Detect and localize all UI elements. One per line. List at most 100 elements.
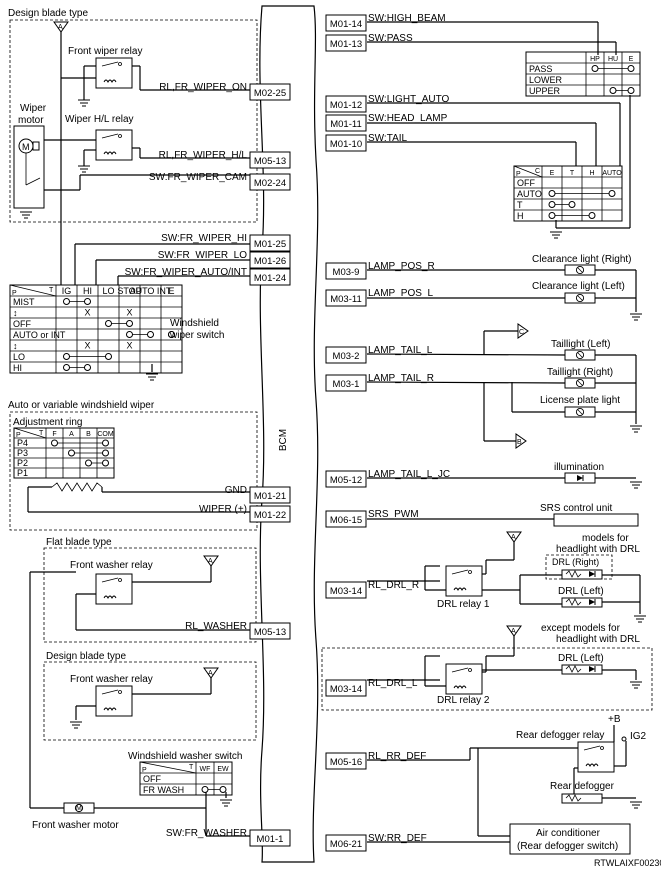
washer-switch-label: Windshield washer switch (128, 751, 243, 762)
drl-models-label-1: models for (582, 533, 629, 544)
connector-signal-name: SW:RR_DEF (368, 833, 427, 844)
connector-signal-name: RL,FR_WIPER_ON (159, 82, 247, 93)
section-flat-blade: Flat blade type (46, 537, 112, 548)
clearance-right-label: Clearance light (Right) (532, 254, 632, 265)
connector-pin-id: M03-1 (333, 379, 360, 390)
rear-defogger-relay-label: Rear defogger relay (516, 730, 604, 741)
connector-signal-name: SW:HEAD_LAMP (368, 113, 448, 124)
table-row-label: HI (13, 363, 22, 373)
table-corner-top: C (535, 168, 540, 175)
table-column-header: HU (608, 56, 618, 63)
table-row-label: ↕ (13, 308, 18, 318)
table-column-header: E (168, 286, 174, 296)
drl-models-label-2: headlight with DRL (556, 544, 640, 555)
wiper-hl-relay-label: Wiper H/L relay (65, 114, 134, 125)
connector-pin-id: M01-22 (254, 510, 286, 521)
connector-pin-id: M03-14 (330, 684, 362, 695)
right-connector-pin: M03-14 RL_DRL_R (325, 580, 419, 599)
table-column-header: A (69, 431, 74, 438)
illumination-label: illumination (554, 462, 604, 473)
connector-pin-id: M05-13 (254, 627, 286, 638)
left-connector-pin: M01-1SW:FR_WASHER (166, 828, 291, 847)
connector-signal-name: RL_RR_DEF (368, 751, 426, 762)
connector-pin-id: M06-21 (330, 839, 362, 850)
connector-signal-name: RL_DRL_L (368, 678, 418, 689)
table-row-label: P3 (17, 448, 28, 458)
table-column-header: T (570, 170, 575, 177)
drl-left-label-2: DRL (Left) (558, 653, 604, 664)
table-row-label: T (517, 200, 523, 210)
table-column-header: E (629, 56, 634, 63)
table-corner-bottom: P (12, 290, 17, 297)
connector-signal-name: SW:FR_WIPER_LO (158, 250, 247, 261)
table-corner-bottom: P (142, 767, 147, 774)
wiper-motor-label-1: Wiper (20, 103, 47, 114)
svg-text:A: A (58, 24, 63, 31)
table-row-label: LO (13, 352, 25, 362)
right-connector-pin: M05-12 LAMP_TAIL_L_JC (325, 469, 450, 488)
table-column-header: HI (83, 286, 92, 296)
connector-signal-name: LAMP_TAIL_L (368, 345, 433, 356)
table-row-label: AUTO (517, 189, 542, 199)
right-connector-pin: M01-11 SW:HEAD_LAMP (325, 113, 448, 132)
table-column-header: WF (200, 766, 211, 773)
taillight-left-label: Taillight (Left) (551, 339, 610, 350)
air-conditioner-label-2: (Rear defogger switch) (517, 841, 618, 852)
table-column-header: H (589, 170, 594, 177)
right-connector-pin: M06-21 SW:RR_DEF (325, 833, 427, 852)
table-corner-bottom: P (16, 432, 21, 439)
table-row-label: AUTO or INT (13, 330, 66, 340)
drl-right-label: DRL (Right) (552, 557, 599, 567)
connector-signal-name: LAMP_TAIL_L_JC (368, 469, 450, 480)
svg-text:A: A (511, 628, 516, 635)
connector-pin-id: M03-14 (330, 586, 362, 597)
connector-signal-name: RL_WASHER (185, 621, 247, 632)
table-column-header: AUTO INT (130, 286, 172, 296)
connector-signal-name: GND (225, 485, 247, 496)
ig2-label: IG2 (630, 731, 647, 742)
license-plate-label: License plate light (540, 395, 620, 406)
section-auto-variable: Auto or variable windshield wiper (8, 400, 155, 411)
svg-text:A: A (208, 558, 213, 565)
connector-pin-id: M05-13 (254, 156, 286, 167)
connector-pin-id: M06-15 (330, 515, 362, 526)
table-row-label: MIST (13, 297, 35, 307)
table-row-label: OFF (517, 178, 535, 188)
connector-signal-name: LAMP_TAIL_R (368, 373, 434, 384)
table-column-header: IG (62, 286, 72, 296)
connector-pin-id: M03-11 (330, 294, 362, 305)
table-row-label: P4 (17, 438, 28, 448)
section-design-blade: Design blade type (8, 8, 88, 19)
connector-signal-name: SW:TAIL (368, 133, 408, 144)
table-column-header: HP (590, 56, 600, 63)
table-mark: X (126, 308, 132, 318)
diagram-code: RTWLAIXF002301 (594, 858, 661, 868)
connector-signal-name: RL_DRL_R (368, 580, 419, 591)
table-row-label: FR WASH (143, 785, 184, 795)
connector-pin-id: M01-14 (330, 19, 362, 30)
connector-signal-name: SW:PASS (368, 33, 413, 44)
table-row-label: OFF (143, 774, 161, 784)
connector-pin-id: M01-11 (330, 119, 362, 130)
table-row-label: ↕ (13, 341, 18, 351)
front-washer-motor-label: Front washer motor (32, 820, 119, 831)
table-corner-top: T (39, 430, 44, 437)
table-column-header: E (550, 170, 555, 177)
table-column-header: STOP (117, 286, 141, 296)
svg-text:A: A (511, 534, 516, 541)
front-washer-relay-label-2: Front washer relay (70, 674, 153, 685)
table-row-label: UPPER (529, 86, 561, 96)
connector-pin-id: M05-12 (330, 475, 362, 486)
plus-b-label: +B (608, 714, 621, 725)
